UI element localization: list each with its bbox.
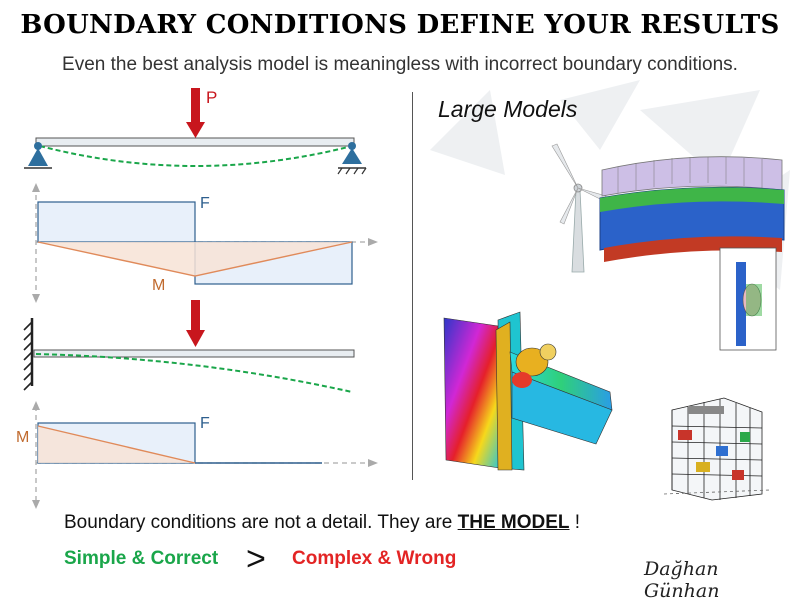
panel-divider: [412, 92, 413, 480]
cantilever-beam: [23, 300, 355, 393]
load-arrow-p-1: [186, 88, 205, 138]
complex-wrong-label: Complex & Wrong: [292, 548, 457, 569]
page-subtitle: Even the best analysis model is meaningl…: [62, 54, 738, 75]
moment-label-m-2: M: [16, 429, 29, 446]
page-title: BOUNDARY CONDITIONS DEFINE YOUR RESULTS: [20, 10, 780, 40]
author-signature: Dağhan Günhan: [644, 558, 720, 602]
shear-label-f-1: F: [200, 195, 210, 212]
shear-block-positive: [37, 201, 196, 243]
roller-support-right: [337, 142, 367, 175]
building-frame-model: [663, 397, 771, 501]
load-label-p: P: [206, 88, 217, 107]
statement-prefix: Boundary conditions are not a detail. Th…: [64, 512, 458, 533]
moment-line: [37, 241, 353, 277]
key-statement: Boundary conditions are not a detail. Th…: [64, 512, 580, 534]
load-arrow-p-2: [186, 300, 205, 347]
cantilever-deflection: [35, 353, 353, 393]
shear-moment-diagram-2: F M: [16, 401, 378, 509]
large-models-heading: Large Models: [438, 96, 578, 122]
steel-joint-stress-contour: [443, 311, 613, 471]
wind-turbine-flange-model: [551, 143, 785, 351]
deflection-curve: [39, 145, 353, 167]
moment-area: [38, 242, 352, 276]
shear-moment-diagram-1: F M: [32, 183, 378, 303]
moment-label-m-1: M: [152, 277, 165, 294]
shear-label-f-2: F: [200, 415, 210, 432]
simply-supported-beam: P: [24, 88, 367, 175]
statement-suffix: !: [569, 512, 581, 533]
greater-than-symbol: >: [246, 540, 266, 578]
wind-turbine-icon: [551, 143, 607, 273]
pin-support-left: [24, 142, 52, 169]
simple-correct-label: Simple & Correct: [64, 548, 219, 569]
statement-emphasis: THE MODEL: [457, 512, 570, 533]
